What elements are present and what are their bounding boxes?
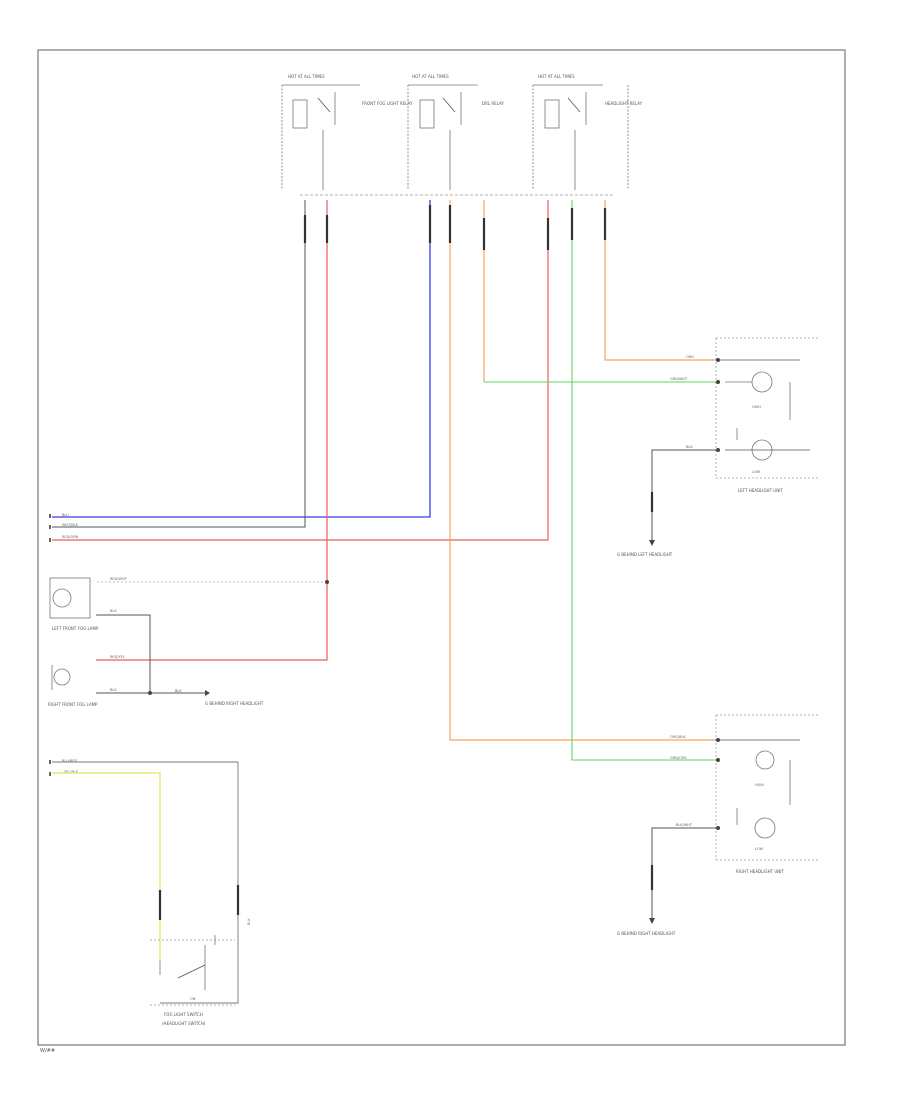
- right-headlight-label: RIGHT HEADLIGHT UNIT: [736, 869, 784, 874]
- left-headlight-unit: HIGH LOW LEFT HEADLIGHT UNIT: [715, 337, 820, 493]
- svg-text:HOT AT ALL TIMES: HOT AT ALL TIMES: [412, 74, 449, 79]
- wire-right-ground: [651, 827, 718, 918]
- svg-text:GRN/ORG: GRN/ORG: [670, 756, 687, 760]
- left-fog-label: LEFT FRONT FOG LAMP: [52, 626, 99, 631]
- left-fog-lamp: LEFT FRONT FOG LAMP: [49, 577, 99, 631]
- svg-text:RED/WHT: RED/WHT: [110, 577, 128, 581]
- svg-text:BLU/RED: BLU/RED: [62, 759, 78, 763]
- wire-blue: [52, 200, 431, 518]
- wire-yellow: [52, 772, 161, 960]
- wire-left-ground: [651, 449, 718, 540]
- junction-dot: [325, 580, 329, 584]
- svg-text:BLK: BLK: [110, 609, 117, 613]
- connector-ticks: [303, 205, 607, 250]
- relay-drl-name: DRL RELAY: [482, 101, 504, 106]
- fog-light-switch: ON FOG LIGHT SWITCH (HEADLIGHT SWITCH): [150, 935, 235, 1026]
- wire-fog-ground: [96, 614, 151, 694]
- right-fog-lamp: RIGHT FRONT FOG LAMP: [48, 665, 98, 707]
- label-red-grn: RED/GRN: [62, 535, 79, 539]
- svg-text:ON: ON: [190, 997, 196, 1001]
- svg-text:BLK/WHT: BLK/WHT: [676, 823, 693, 827]
- svg-text:BLK: BLK: [110, 688, 117, 692]
- fog-ground-arrow: [205, 690, 210, 696]
- left-headlight-label: LEFT HEADLIGHT UNIT: [738, 488, 783, 493]
- right-fog-label: RIGHT FRONT FOG LAMP: [48, 702, 98, 707]
- svg-text:BLK: BLK: [247, 918, 251, 925]
- svg-text:GRN/WHT: GRN/WHT: [670, 377, 688, 381]
- wire-green-right: [571, 200, 718, 761]
- wire-orange-left: [604, 200, 718, 361]
- svg-text:BLK: BLK: [175, 689, 182, 693]
- svg-text:LOW: LOW: [752, 470, 761, 474]
- page-ref: W/##: [40, 1048, 55, 1054]
- left-ground-label: G BEHIND LEFT HEADLIGHT: [617, 552, 673, 557]
- svg-text:HOT AT ALL TIMES: HOT AT ALL TIMES: [538, 74, 575, 79]
- wire-red-fog: [96, 200, 328, 661]
- fog-switch-label: FOG LIGHT SWITCH: [164, 1012, 203, 1017]
- diagram-frame: [37, 49, 846, 1046]
- relay-headlight-name: HEADLIGHT RELAY: [605, 101, 643, 106]
- wire-switch-return: [52, 761, 239, 1004]
- svg-text:ORG: ORG: [686, 355, 694, 359]
- svg-text:RED/YEL: RED/YEL: [110, 655, 125, 659]
- svg-text:YEL/BLK: YEL/BLK: [64, 770, 79, 774]
- svg-text:HOT AT ALL TIMES: HOT AT ALL TIMES: [288, 74, 325, 79]
- svg-text:BLK: BLK: [686, 445, 693, 449]
- right-ground-label: G BEHIND RIGHT HEADLIGHT: [617, 931, 676, 936]
- wire-orange-right: [449, 200, 718, 741]
- relay-front-fog: HOT AT ALL TIMES FRONT FOG LIGHT RELAY: [281, 74, 413, 190]
- wire-red-long: [52, 200, 549, 541]
- svg-text:ORG/BLK: ORG/BLK: [670, 735, 686, 739]
- fog-ground-label: G BEHIND RIGHT HEADLIGHT: [205, 701, 264, 706]
- junction-dot: [148, 691, 152, 695]
- label-blu: BLU: [62, 513, 69, 517]
- svg-text:LOW: LOW: [755, 847, 764, 851]
- wire-gray: [52, 200, 306, 528]
- relay-drl: HOT AT ALL TIMES DRL RELAY: [407, 74, 504, 190]
- right-headlight-unit: HIGH LOW RIGHT HEADLIGHT UNIT: [715, 714, 820, 874]
- relay-front-fog-name: FRONT FOG LIGHT RELAY: [362, 101, 413, 106]
- fog-switch-sub: (HEADLIGHT SWITCH): [162, 1021, 206, 1026]
- relay-headlight: HOT AT ALL TIMES HEADLIGHT RELAY: [532, 74, 643, 190]
- label-wht-blk: WHT/BLK: [62, 523, 79, 527]
- svg-text:HIGH: HIGH: [755, 783, 764, 787]
- svg-text:HIGH: HIGH: [752, 405, 761, 409]
